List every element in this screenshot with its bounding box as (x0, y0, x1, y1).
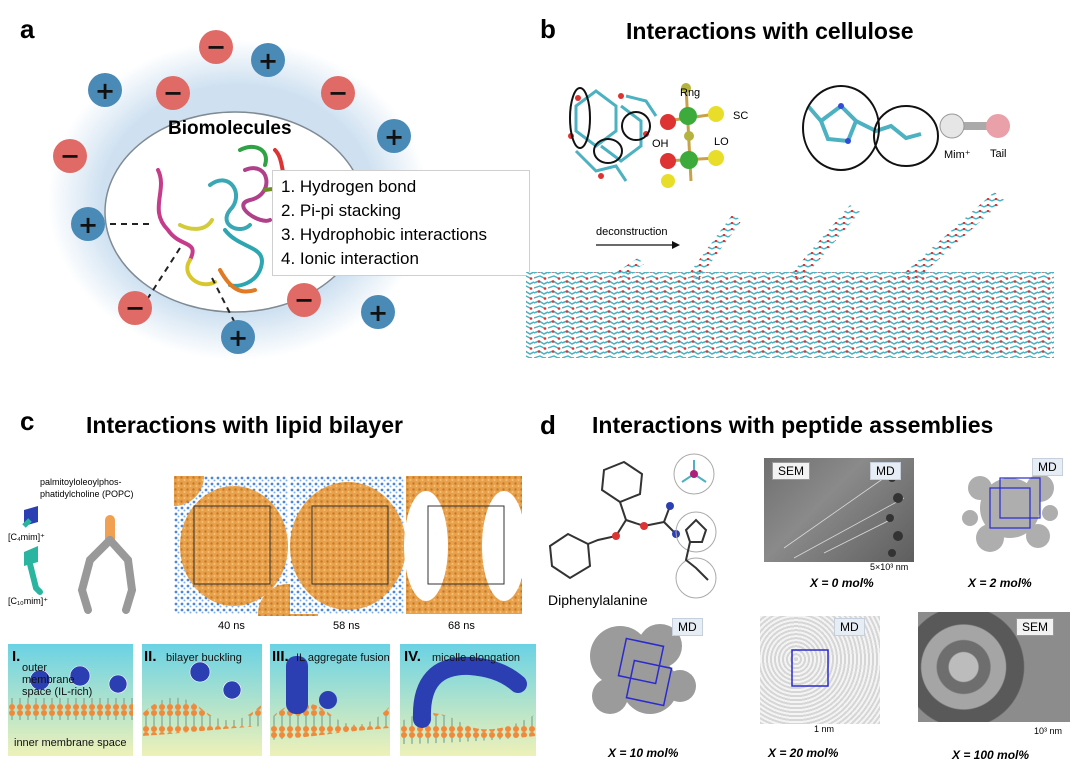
interaction-item: 4. Ionic interaction (281, 249, 419, 268)
panel-d-letter: d (540, 410, 556, 440)
md-snapshot-58ns (290, 476, 406, 614)
panel-d-title: Interactions with peptide assemblies (592, 412, 994, 438)
stage-1-panel (8, 644, 133, 756)
caption-10-mol: X = 10 mol% (608, 746, 679, 760)
cellulose-coarse-grained-icon (660, 83, 724, 188)
panel-b-title: Interactions with cellulose (626, 18, 914, 44)
svg-text:−: − (163, 79, 183, 107)
md-tag: MD (870, 462, 901, 480)
stage-4-panel (400, 644, 536, 756)
tail-label: Tail (990, 148, 1007, 160)
md-snapshots (174, 476, 524, 616)
md-snapshot-40ns (174, 476, 318, 616)
rng-label: Rng (680, 87, 701, 99)
stage-2-num: II. (144, 648, 157, 665)
stage-2-panel (142, 644, 262, 756)
cellulose-deconstruction (526, 192, 1054, 358)
molecule-icon (548, 460, 677, 580)
svg-text:−: − (60, 142, 80, 170)
negative-ion-icon: − − − − − − (53, 30, 355, 325)
positive-ion-icon: + + + + + + (71, 43, 411, 354)
deconstruction-label: deconstruction (596, 226, 668, 238)
ionic-liquid-bead-icon (939, 113, 1010, 139)
popc-label: palmitoyloleoylphos-phatidylcholine (POP… (40, 477, 134, 499)
sc-label: SC (733, 110, 749, 122)
caption-2-mol: X = 2 mol% (968, 576, 1032, 590)
panel-c-title: Interactions with lipid bilayer (86, 412, 403, 438)
cellulose-fibril-icon (526, 272, 1054, 358)
caption-0-mol: X = 0 mol% (810, 576, 874, 590)
svg-text:−: − (328, 79, 348, 107)
panel-c-letter: c (20, 406, 35, 436)
svg-text:−: − (294, 286, 314, 314)
oh-label: OH (652, 138, 669, 150)
diphenylalanine-label: Diphenylalanine (548, 592, 648, 608)
popc-icon (77, 515, 137, 614)
c10mim-label: [C₁₀mim]⁺ (8, 596, 49, 606)
md-snapshot-68ns (404, 476, 524, 614)
lo-label: LO (714, 136, 729, 148)
stage-2-label: bilayer buckling (166, 652, 242, 664)
imidazolium-atomistic-icon (806, 103, 922, 144)
panel-b-letter: b (540, 14, 556, 44)
cellulose-atomistic-icon (574, 89, 658, 182)
md-tag: MD (672, 618, 703, 636)
stage-3-label: IL aggregate fusion (296, 652, 390, 664)
inner-membrane-label: inner membrane space (14, 737, 127, 749)
stage-3-num: III. (272, 648, 289, 665)
stage-4-num: IV. (404, 648, 421, 665)
md-tag: MD (834, 618, 865, 636)
interaction-item: 3. Hydrophobic interactions (281, 225, 488, 244)
caption-20-mol: X = 20 mol% (768, 746, 839, 760)
sem-tag: SEM (1016, 618, 1055, 636)
c4mim-label: [C₄mim]⁺ (8, 532, 45, 542)
interaction-item: 2. Pi-pi stacking (281, 201, 401, 220)
time-label-58: 58 ns (333, 620, 360, 632)
svg-text:+: + (78, 211, 98, 239)
md-tag: MD (1032, 458, 1063, 476)
scale-bar-1e3: 10³ nm (1034, 726, 1063, 736)
stage-1-num: I. (12, 648, 21, 665)
svg-text:−: − (125, 294, 145, 322)
stage-3-panel (270, 644, 390, 756)
time-label-68: 68 ns (448, 620, 475, 632)
stage-1-label: outer membrane space (IL-rich) (22, 662, 93, 698)
sem-tag: SEM (772, 462, 811, 480)
svg-text:−: − (206, 33, 226, 61)
md-cluster-2-mol (962, 474, 1058, 552)
lipid-models (22, 506, 137, 614)
c10mim-icon (24, 546, 43, 595)
diphenylalanine-structure (548, 453, 717, 599)
interaction-item: 1. Hydrogen bond (281, 177, 417, 196)
interaction-list: 1. Hydrogen bond 2. Pi-pi stacking 3. Hy… (272, 170, 530, 276)
released-chain-icon (615, 192, 1004, 280)
scale-bar-1nm: 1 nm (814, 724, 835, 734)
cellulose-models (568, 83, 1010, 188)
svg-text:+: + (95, 77, 115, 105)
md-cluster-10-mol (590, 624, 696, 714)
scale-bar-5e3: 5×10³ nm (870, 562, 909, 572)
caption-100-mol: X = 100 mol% (952, 748, 1030, 762)
c4mim-icon (22, 506, 38, 528)
stage-4-label: micelle elongation (432, 652, 521, 664)
svg-text:+: + (368, 299, 388, 327)
svg-text:+: + (258, 47, 278, 75)
panel-a-letter: a (20, 14, 35, 44)
mim-label: Mim⁺ (944, 149, 971, 161)
time-label-40: 40 ns (218, 620, 245, 632)
bilayer-stages (8, 644, 536, 756)
svg-text:+: + (384, 123, 404, 151)
svg-text:+: + (228, 324, 248, 352)
biomolecules-label: Biomolecules (168, 118, 292, 139)
